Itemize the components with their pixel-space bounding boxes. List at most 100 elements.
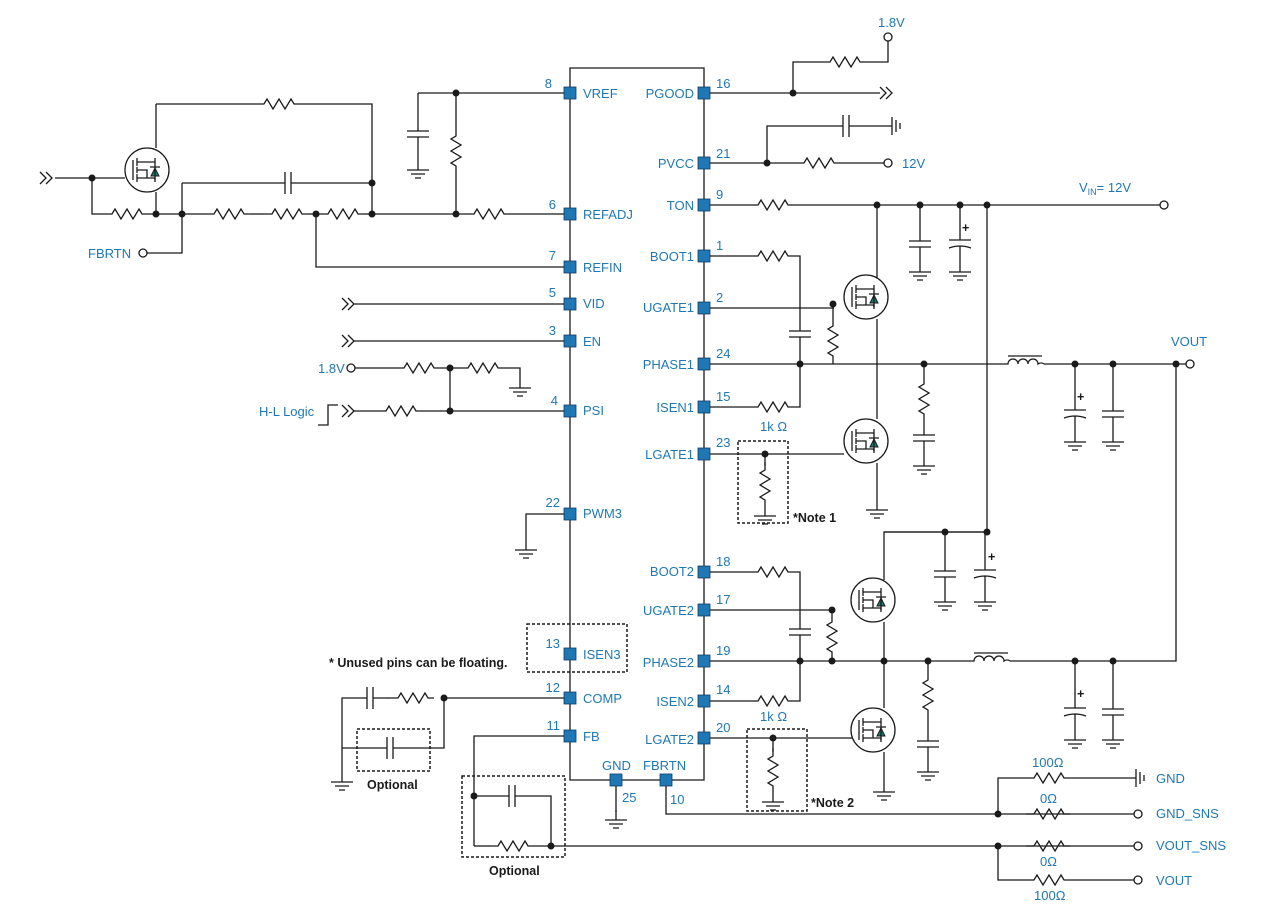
pin-label-isen2: ISEN2 bbox=[656, 694, 694, 709]
pgood-1v8-label: 1.8V bbox=[878, 15, 905, 30]
pin-psi bbox=[563, 404, 577, 418]
pin-num-lgate2: 20 bbox=[716, 720, 730, 735]
vid-input-arrow bbox=[341, 297, 355, 311]
logic-inputs: 1.8V H-L Logic bbox=[259, 297, 564, 559]
pin-label-ugate1: UGATE1 bbox=[643, 300, 694, 315]
high-side-mosfet-1 bbox=[843, 274, 889, 320]
pin-vid bbox=[563, 297, 577, 311]
svg-text:+: + bbox=[988, 550, 995, 564]
vin-rail: VIN= 12V + bbox=[710, 180, 1169, 580]
pin-num-pgood: 16 bbox=[716, 76, 730, 91]
pin-fb bbox=[563, 729, 577, 743]
fbrtn-input-label: FBRTN bbox=[88, 246, 131, 261]
pin-phase2 bbox=[697, 654, 711, 668]
pin-label-boot2: BOOT2 bbox=[650, 564, 694, 579]
pin-num-en: 3 bbox=[549, 323, 556, 338]
r100-gnd-label: 100Ω bbox=[1032, 755, 1064, 770]
pin-label-comp: COMP bbox=[583, 691, 622, 706]
pgood-pvcc: 1.8V 12V bbox=[710, 15, 925, 171]
svg-text:+: + bbox=[1077, 390, 1084, 404]
pin-label-ton: TON bbox=[667, 198, 694, 213]
phase-2: + + bbox=[710, 364, 1177, 812]
pin-num-boot1: 1 bbox=[716, 238, 723, 253]
gnd-output-label: GND bbox=[1156, 771, 1185, 786]
en-input-arrow bbox=[341, 334, 355, 348]
pin-label-isen3: ISEN3 bbox=[583, 647, 621, 662]
pin-num-phase2: 19 bbox=[716, 643, 730, 658]
pin-num-refin: 7 bbox=[549, 248, 556, 263]
pin-isen3 bbox=[563, 647, 577, 661]
pin-ugate1 bbox=[697, 301, 711, 315]
gnd-output-ground bbox=[1125, 768, 1145, 788]
pin-label-vid: VID bbox=[583, 296, 605, 311]
pin-pvcc bbox=[697, 156, 711, 170]
pvcc-12v-label: 12V bbox=[902, 156, 925, 171]
pin-label-gnd: GND bbox=[602, 758, 631, 773]
pin-num-vid: 5 bbox=[549, 285, 556, 300]
svg-text:+: + bbox=[1077, 687, 1084, 701]
pin-num-fb: 11 bbox=[547, 718, 561, 733]
pin-num-pvcc: 21 bbox=[716, 146, 730, 161]
phase-1: VOUT + 1k Ω *Note 1 bbox=[710, 250, 1207, 525]
pin-num-isen3: 13 bbox=[546, 636, 560, 651]
pin-label-pwm3: PWM3 bbox=[583, 506, 622, 521]
inductor-2 bbox=[969, 652, 1011, 662]
ref-mosfet bbox=[124, 147, 170, 193]
pin-lgate2 bbox=[697, 731, 711, 745]
pin-gnd bbox=[609, 773, 623, 787]
vout-sns-label: VOUT_SNS bbox=[1156, 838, 1226, 853]
hl-logic-label: H-L Logic bbox=[259, 404, 315, 419]
gate-input-arrow bbox=[39, 171, 53, 185]
pin-num-gnd: 25 bbox=[622, 790, 636, 805]
pin-refadj bbox=[563, 207, 577, 221]
pin-isen2 bbox=[697, 694, 711, 708]
pin-label-ugate2: UGATE2 bbox=[643, 603, 694, 618]
pin-boot2 bbox=[697, 565, 711, 579]
pin-pgood bbox=[697, 86, 711, 100]
pin-ton bbox=[697, 198, 711, 212]
pin-label-pgood: PGOOD bbox=[646, 86, 694, 101]
pin-num-vref: 8 bbox=[545, 76, 552, 91]
pin-boot1 bbox=[697, 249, 711, 263]
bottom-pins: GND 25 FBRTN 10 bbox=[602, 758, 686, 829]
high-side-mosfet-2 bbox=[850, 577, 896, 623]
pin-num-pwm3: 22 bbox=[546, 495, 560, 510]
pin-label-fbrtn: FBRTN bbox=[643, 758, 686, 773]
pin-num-ton: 9 bbox=[716, 187, 723, 202]
pin-ugate2 bbox=[697, 603, 711, 617]
pvcc-ground bbox=[881, 116, 901, 136]
pin-refin bbox=[563, 260, 577, 274]
left-pins: 8 VREF 6 REFADJ 7 REFIN 5 VID 3 EN 4 PSI… bbox=[545, 76, 633, 744]
unused-pins-note: * Unused pins can be floating. bbox=[329, 656, 508, 670]
pin-label-phase1: PHASE1 bbox=[643, 357, 694, 372]
vin-label: VIN= 12V bbox=[1079, 180, 1131, 197]
svg-text:+: + bbox=[962, 221, 969, 235]
isen3-optional-box bbox=[526, 623, 628, 673]
note1-box bbox=[737, 440, 789, 524]
right-pins: PGOOD 16 PVCC 21 TON 9 BOOT1 1 UGATE1 2 … bbox=[643, 76, 731, 747]
optional-label-comp: Optional bbox=[367, 778, 418, 792]
low-side-mosfet-1 bbox=[843, 418, 889, 464]
pin-lgate1 bbox=[697, 447, 711, 461]
note1-label: *Note 1 bbox=[793, 511, 836, 525]
pin-vref bbox=[563, 86, 577, 100]
pin-num-isen2: 14 bbox=[716, 682, 730, 697]
psi-1v8-label: 1.8V bbox=[318, 361, 345, 376]
pin-label-psi: PSI bbox=[583, 403, 604, 418]
pgood-output-arrow bbox=[879, 86, 893, 100]
note2-box bbox=[746, 728, 808, 812]
pin-label-boot1: BOOT1 bbox=[650, 249, 694, 264]
comp-optional-box bbox=[356, 728, 431, 772]
vout-output-label: VOUT bbox=[1156, 873, 1192, 888]
pin-fbrtn bbox=[659, 773, 673, 787]
pin-num-boot2: 18 bbox=[716, 554, 730, 569]
compensation: * Unused pins can be floating. Optional … bbox=[329, 623, 1000, 878]
pin-isen1 bbox=[697, 400, 711, 414]
psi-input-arrow bbox=[341, 404, 355, 418]
isen1-resistor-label: 1k Ω bbox=[760, 419, 787, 434]
r0-vout-label: 0Ω bbox=[1040, 854, 1057, 869]
pin-label-lgate2: LGATE2 bbox=[645, 732, 694, 747]
pin-label-fb: FB bbox=[583, 729, 600, 744]
low-side-mosfet-2 bbox=[850, 707, 896, 753]
